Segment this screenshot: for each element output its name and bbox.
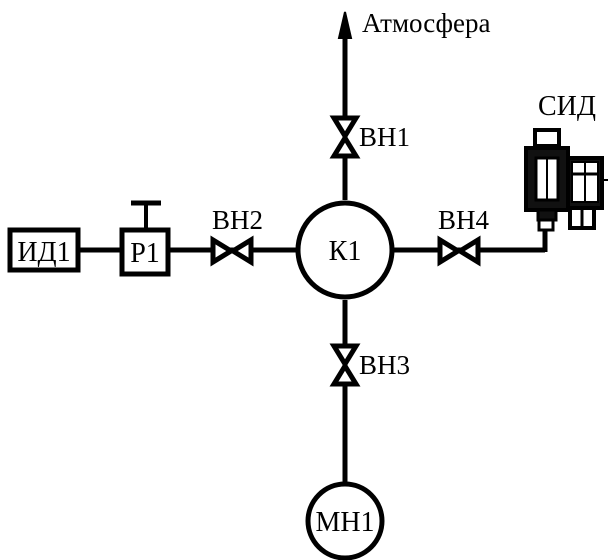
- label-vn2: ВН2: [212, 205, 263, 235]
- label-mn1: МН1: [315, 507, 374, 538]
- label-r1: Р1: [130, 238, 160, 269]
- sensor-sid-icon[interactable]: [524, 128, 608, 232]
- valve-vn3[interactable]: [329, 343, 361, 387]
- chamber-k1[interactable]: [295, 200, 395, 300]
- label-k1: К1: [329, 236, 362, 267]
- valve-vn2[interactable]: [210, 235, 254, 267]
- label-vn1: ВН1: [359, 122, 410, 152]
- pump-mn1[interactable]: [305, 481, 385, 560]
- atmosphere-arrow-icon: [337, 11, 353, 39]
- regulator-p1[interactable]: [119, 200, 171, 277]
- label-id1: ИД1: [17, 237, 70, 268]
- label-vn4: ВН4: [438, 205, 490, 235]
- valve-vn1[interactable]: [329, 115, 361, 159]
- label-atmosphere: Атмосфера: [362, 8, 491, 38]
- sensor-id1[interactable]: [7, 227, 81, 273]
- label-sid: СИД: [538, 91, 596, 122]
- valve-vn4[interactable]: [437, 235, 481, 267]
- label-vn3: ВН3: [359, 350, 410, 380]
